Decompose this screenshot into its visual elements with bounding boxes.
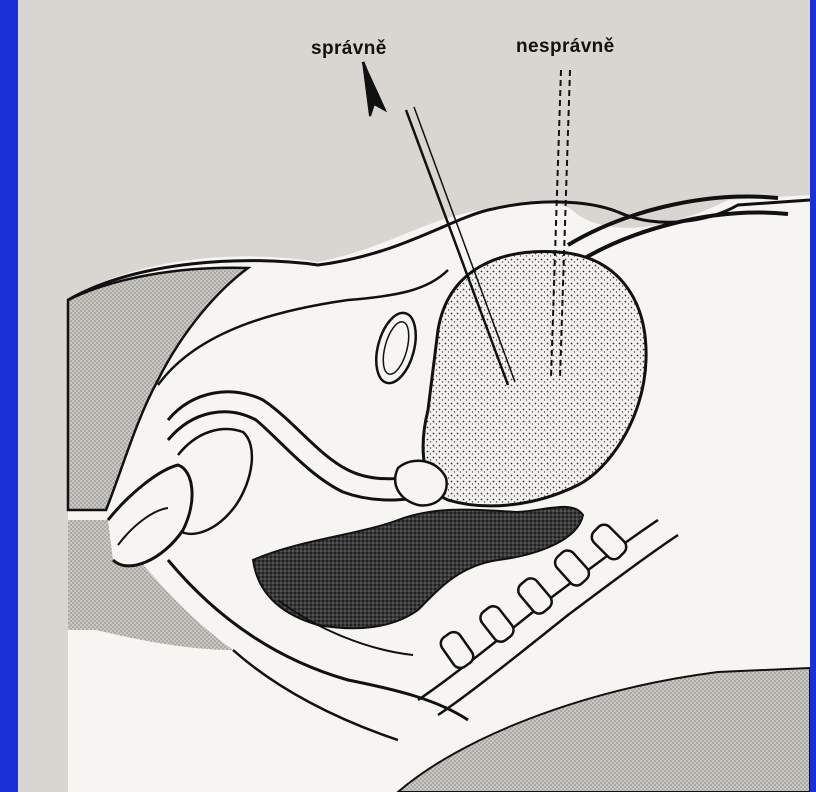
scanned-page: ​ bbox=[18, 0, 810, 792]
label-incorrect: nesprávně bbox=[516, 36, 615, 58]
anatomical-cross-section-diagram bbox=[18, 0, 810, 792]
label-correct: správně bbox=[311, 38, 387, 60]
